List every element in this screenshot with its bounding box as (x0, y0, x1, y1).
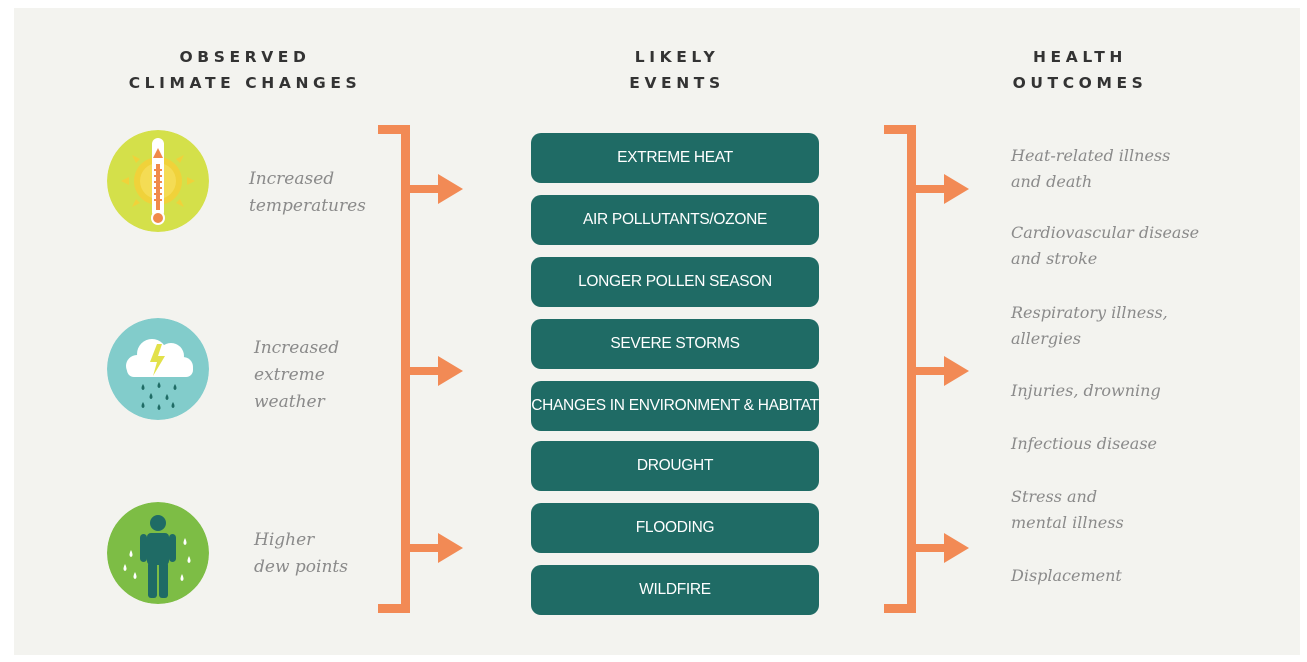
event-severe-storms: SEVERE STORMS (531, 319, 819, 369)
heading-likely-events: LIKELY EVENTS (577, 44, 777, 96)
outcome-label: and death (1011, 172, 1093, 191)
arrow-right-icon (409, 533, 463, 563)
heading-events-line1: LIKELY (634, 48, 720, 66)
thermometer-sun-icon (107, 130, 209, 232)
outcome-label: allergies (1011, 329, 1081, 348)
arrow-right-icon (409, 356, 463, 386)
heading-outcomes-line2: OUTCOMES (1012, 74, 1148, 92)
arrow-right-icon (409, 174, 463, 204)
event-longer-pollen-season: LONGER POLLEN SEASON (531, 257, 819, 307)
heading-observed-line1: OBSERVED (179, 48, 311, 66)
outcome-label: Respiratory illness, (1011, 303, 1168, 322)
left-arrows (409, 174, 463, 563)
right-arrows (915, 174, 969, 563)
outcome-respiratory-illness: Respiratory illness, allergies (1011, 300, 1168, 352)
event-flooding: FLOODING (531, 503, 819, 553)
outcome-infectious-disease: Infectious disease (1011, 431, 1157, 457)
observed-change-extreme-weather: Increased extreme weather (254, 335, 339, 416)
outcome-stress-mental-illness: Stress and mental illness (1011, 484, 1124, 536)
observed-change-label: Higher (254, 530, 315, 550)
observed-change-label: extreme (254, 365, 325, 385)
event-drought: DROUGHT (531, 441, 819, 491)
arrow-right-icon (915, 356, 969, 386)
arrow-right-icon (915, 533, 969, 563)
heading-observed-climate-changes: OBSERVED CLIMATE CHANGES (100, 44, 390, 96)
outcome-label: and stroke (1011, 249, 1098, 268)
sweating-person-icon (107, 502, 209, 604)
outcome-label: Stress and (1011, 487, 1098, 506)
heading-outcomes-line1: HEALTH (1032, 48, 1127, 66)
observed-change-temperatures: Increased temperatures (249, 166, 366, 220)
observed-change-label: Increased (254, 338, 340, 358)
observed-change-label: temperatures (249, 196, 366, 216)
arrow-right-icon (915, 174, 969, 204)
event-wildfire: WILDFIRE (531, 565, 819, 615)
event-air-pollutants: AIR POLLUTANTS/OZONE (531, 195, 819, 245)
left-bracket (378, 125, 410, 613)
heading-health-outcomes: HEALTH OUTCOMES (980, 44, 1180, 96)
outcome-label: Injuries, drowning (1011, 381, 1161, 400)
observed-change-label: dew points (254, 557, 348, 577)
event-extreme-heat: EXTREME HEAT (531, 133, 819, 183)
observed-change-dew-points: Higher dew points (254, 527, 348, 581)
outcome-cardiovascular-disease: Cardiovascular disease and stroke (1011, 220, 1199, 272)
observed-change-label: Increased (249, 169, 335, 189)
right-bracket (884, 125, 916, 613)
heading-observed-line2: CLIMATE CHANGES (128, 74, 362, 92)
outcome-heat-related-illness: Heat-related illness and death (1011, 143, 1170, 195)
storm-cloud-icon (107, 318, 209, 420)
outcome-label: Displacement (1011, 566, 1122, 585)
heading-events-line2: EVENTS (629, 74, 725, 92)
outcome-label: mental illness (1011, 513, 1124, 532)
outcome-label: Cardiovascular disease (1011, 223, 1200, 242)
event-changes-environment-habitat: CHANGES IN ENVIRONMENT & HABITAT (531, 381, 819, 431)
outcome-displacement: Displacement (1011, 563, 1122, 589)
outcome-injuries-drowning: Injuries, drowning (1011, 378, 1161, 404)
observed-change-label: weather (254, 392, 325, 412)
outcome-label: Heat-related illness (1011, 146, 1171, 165)
outcome-label: Infectious disease (1011, 434, 1158, 453)
